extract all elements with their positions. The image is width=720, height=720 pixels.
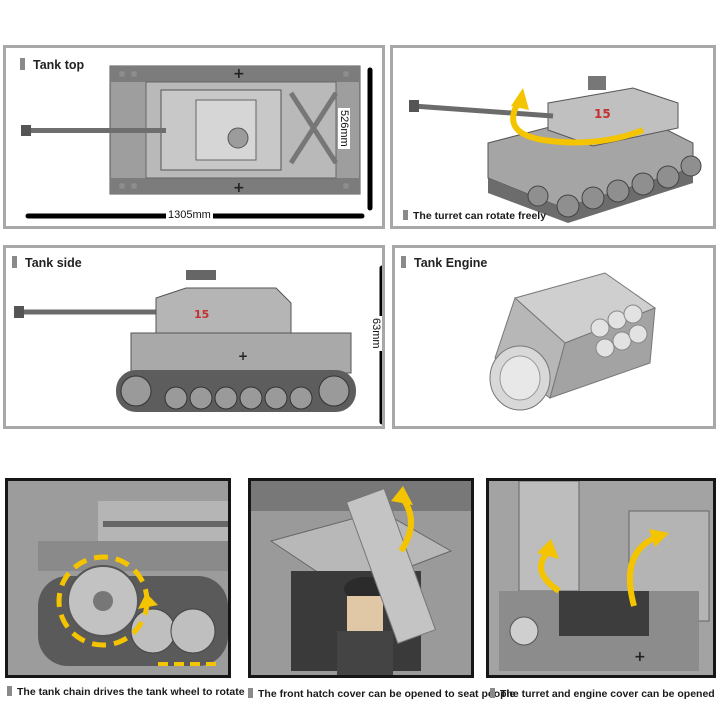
front-hatch-photo [251,481,471,675]
panel-label-tank-side: Tank side [12,256,82,270]
panel-tank-engine: Tank Engine [392,245,716,429]
tank-height-dimension: 63mm [370,316,382,351]
caption-track-chain: The tank chain drives the tank wheel to … [7,686,245,698]
tank-top-view-image: + + [21,65,373,219]
panel-tank-top: Tank top + + 1305mm 526mm [3,45,385,229]
turret-number-label: 15 [594,107,611,121]
svg-text:+: + [233,180,245,196]
turret-number-label: 15 [194,308,209,321]
covers-photo: + [489,481,713,675]
tank-side-view-image: 15 + [14,265,382,425]
svg-text:+: + [238,349,248,363]
photo-track-chain [5,478,231,678]
photo-front-hatch [248,478,474,678]
svg-text:+: + [634,649,646,665]
tank-length-dimension: 1305mm [166,209,213,221]
caption-front-hatch: The front hatch cover can be opened to s… [248,688,515,700]
tank-width-dimension: 526mm [338,108,350,149]
svg-text:+: + [233,66,245,82]
caption-turret-rotate: The turret can rotate freely [403,210,546,222]
panel-turret-rotate: 15 The turret can rotate freely [390,45,716,229]
track-chain-photo [8,481,228,675]
caption-turret-engine-covers: The turret and engine cover can be opene… [490,688,715,700]
engine-model-image [489,272,657,411]
tank-perspective-image: 15 [409,76,702,223]
panel-label-tank-engine: Tank Engine [401,256,487,270]
panel-label-tank-top: Tank top [20,58,84,72]
photo-turret-engine-covers: + [486,478,716,678]
panel-tank-side: Tank side 15 + 63mm [3,245,385,429]
